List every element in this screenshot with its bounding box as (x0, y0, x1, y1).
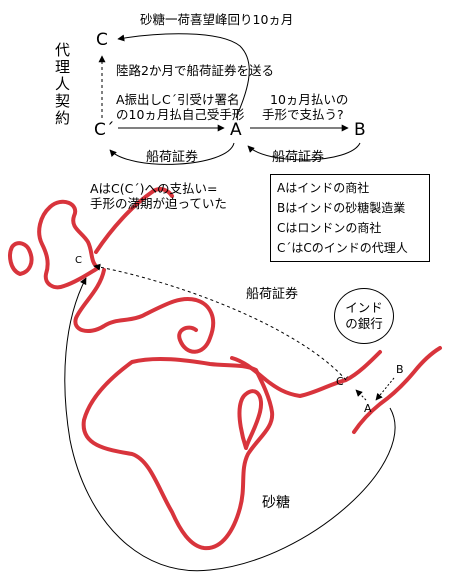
indian-bank-circle: インド の銀行 (334, 288, 394, 344)
bl-left-arrow (109, 142, 235, 165)
map-bl-arrow (93, 263, 347, 381)
bank-label-line2: の銀行 (345, 316, 383, 331)
legend-item-c: Cはロンドンの商社 (277, 221, 382, 235)
legend-item-a: Aはインドの商社 (277, 181, 370, 195)
map-a-india: A (364, 402, 372, 415)
map-b-india: B (396, 363, 404, 376)
bl-right-label: 船荷証券 (272, 150, 325, 165)
draft-label-line2: の10ヵ月払自己受手形 (116, 107, 245, 122)
contract-label: 代理人契約 (53, 42, 71, 127)
land-route-label: 陸路2か月で船荷証券を送る (116, 63, 274, 78)
norway-coast (94, 187, 174, 254)
legend-item-b: Bはインドの砂糖製造業 (277, 201, 406, 215)
top-route-arrow (117, 33, 250, 119)
note-line2: 手形の満期が迫っていた (90, 196, 227, 211)
ireland-coast (8, 241, 34, 276)
map-sugar-route (64, 277, 396, 572)
node-a: A (230, 120, 242, 140)
map-sugar-label: 砂糖 (262, 495, 290, 511)
pay-label-line2: 手形で支払う? (262, 107, 344, 122)
map-c-london: C (75, 255, 82, 266)
arabia-coast (230, 350, 382, 398)
node-c-prime: C´ (94, 120, 115, 140)
legend-box: Aはインドの商社 Bはインドの砂糖製造業 Cはロンドンの商社 C´はCのインドの… (270, 174, 430, 262)
map-bl-label: 船荷証券 (246, 287, 299, 302)
node-c-top: C (96, 30, 108, 50)
africa-coast (81, 356, 275, 551)
india-coast (352, 346, 442, 434)
bank-label-line1: インド (345, 300, 383, 315)
europe-coast (73, 268, 216, 354)
draft-label-line1: A振出しC´引受け署名 (116, 92, 240, 107)
legend-item-c-prime: C´はCのインドの代理人 (277, 241, 408, 255)
map-a-to-cprime-arrow (355, 389, 367, 401)
bl-right-arrow (247, 142, 361, 161)
top-route-label: 砂糖一荷喜望峰回り10ヵ月 (140, 12, 294, 27)
note-line1: AはC(C´)への支払い= (90, 181, 218, 196)
map-b-to-a-arrow (375, 377, 395, 401)
pay-label-line1: 10ヵ月払いの (270, 92, 349, 107)
britain-coast (37, 199, 100, 290)
bl-left-label: 船荷証券 (146, 150, 199, 165)
map-c-prime-india: C´ (336, 375, 350, 388)
madagascar-coast (237, 389, 263, 450)
node-b: B (354, 120, 366, 140)
